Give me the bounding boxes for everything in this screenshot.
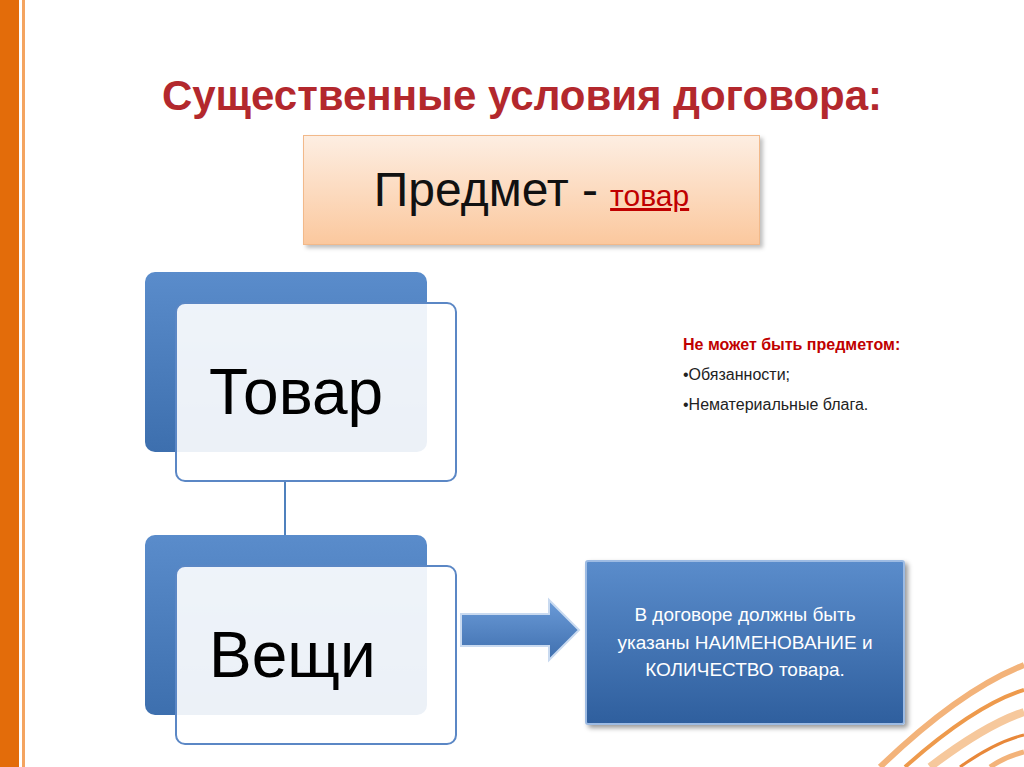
text-holder: В договоре должны быть указаны НАИМЕНОВА… — [587, 562, 903, 723]
text-holder: Товар — [175, 302, 457, 482]
block-arrow — [461, 600, 579, 660]
swirl — [960, 735, 1024, 767]
note-heading: Не может быть предметом: — [683, 330, 1003, 360]
note-box: В договоре должны быть указаны НАИМЕНОВА… — [585, 560, 905, 725]
slide-title: Существенные условия договора: — [40, 72, 1004, 120]
swirl — [990, 752, 1024, 767]
note-text: В договоре должны быть указаны НАИМЕНОВА… — [605, 601, 885, 684]
smartart-box: Вещи — [175, 565, 457, 745]
text-holder: Вещи — [175, 565, 457, 745]
side-bar — [0, 0, 19, 767]
box-label: Вещи — [209, 618, 376, 692]
note-block: Не может быть предметом:•Обязанности;•Не… — [683, 330, 1003, 420]
subject-value: товар — [610, 179, 689, 213]
swirl — [930, 712, 1024, 767]
note-item: •Нематериальные блага. — [683, 390, 1003, 420]
smartart-box: Товар — [175, 302, 457, 482]
side-stripe — [22, 0, 25, 767]
note-item: •Обязанности; — [683, 360, 1003, 390]
subject-box: Предмет - товар — [303, 135, 760, 245]
swirl — [905, 690, 1024, 767]
subject-label: Предмет - — [374, 162, 598, 217]
box-label: Товар — [209, 355, 383, 429]
text-holder: Предмет - товар — [304, 136, 759, 244]
